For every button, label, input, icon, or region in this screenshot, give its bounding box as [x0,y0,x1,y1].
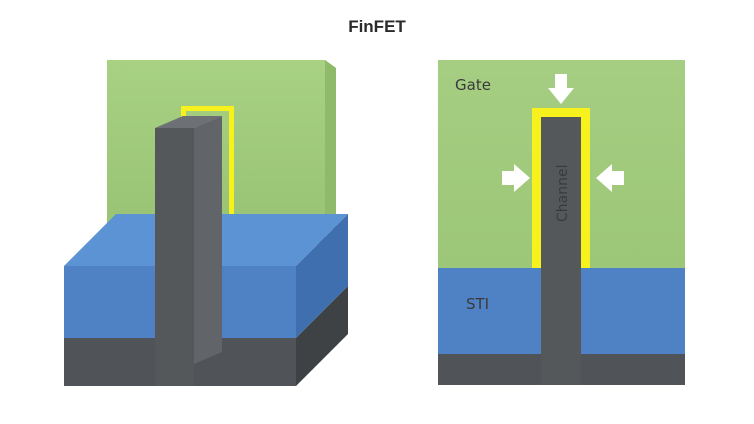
xs-fin-channel [541,117,581,385]
channel-label: Channel [555,165,571,222]
finfet-3d-view [64,60,348,386]
sti-label: STI [466,295,489,313]
arrow-right-icon [502,164,530,192]
sti-side [296,214,348,338]
figure-title: FinFET [348,17,406,36]
substrate-side [296,286,348,386]
finfet-cross-section: Gate STI Channel [438,60,685,385]
arrow-down-icon [548,74,574,104]
gate-label: Gate [455,76,491,94]
arrow-left-icon [596,164,624,192]
gate-block-side [325,60,336,232]
fin-front [155,128,194,386]
fin-top [155,116,222,128]
fin-side [194,116,222,364]
